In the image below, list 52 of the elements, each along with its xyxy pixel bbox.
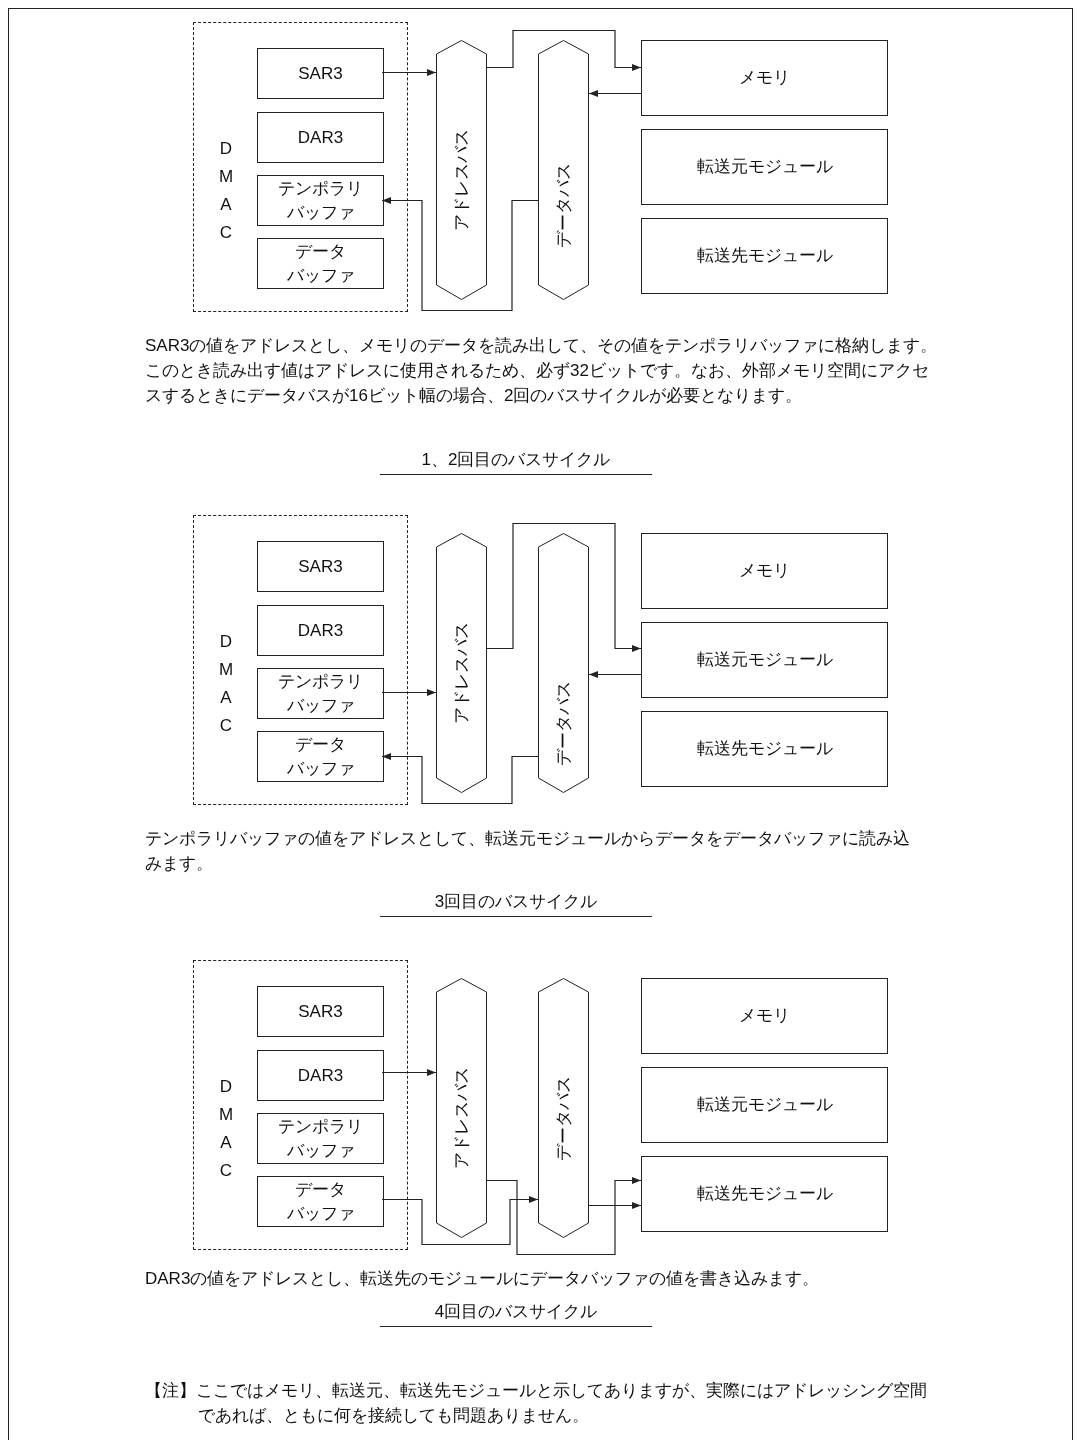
dashed-group-box xyxy=(193,22,408,312)
arrow xyxy=(381,1195,539,1246)
register-box: SAR3 xyxy=(257,48,384,99)
note-text: 【注】ここではメモリ、転送元、転送先モジュールと示してありますが、実際にはアドレッシング空間であれば、ともに何を接続しても問題ありません。 xyxy=(145,1380,928,1427)
bus-label: アドレスバス xyxy=(451,1067,472,1169)
register-box: データバッファ xyxy=(257,238,384,289)
bus-label: データバス xyxy=(553,1075,574,1161)
arrow xyxy=(381,1068,437,1077)
arrow xyxy=(588,89,642,98)
module-box: メモリ xyxy=(641,533,888,609)
arrow xyxy=(381,752,539,805)
arrow xyxy=(486,29,642,72)
module-box: 転送元モジュール xyxy=(641,1067,888,1143)
module-box: メモリ xyxy=(641,978,888,1054)
register-box: テンポラリバッファ xyxy=(257,1113,384,1164)
bus-label: アドレスバス xyxy=(451,622,472,724)
vertical-label: DMAC xyxy=(219,138,233,244)
module-box: 転送元モジュール xyxy=(641,129,888,205)
description-text: SAR3の値をアドレスとし、メモリのデータを読み出して、その値をテンポラリバッファに格納します。このとき読み出す値はアドレスに使用されるため、必ず32ビットです。なお、外部メモリ空間にアクセスするときにデータバスが16ビット幅の場合、2回のバスサイクルが必要となります。 xyxy=(145,335,939,407)
dashed-group-box xyxy=(193,515,408,805)
module-box: 転送元モジュール xyxy=(641,622,888,698)
register-box: DAR3 xyxy=(257,605,384,656)
register-box: データバッファ xyxy=(257,1176,384,1227)
register-box: テンポラリバッファ xyxy=(257,668,384,719)
dashed-group-box xyxy=(193,960,408,1250)
cycle-heading: 4回目のバスサイクル xyxy=(380,1300,652,1327)
bus-label: アドレスバス xyxy=(451,129,472,231)
description-text: DAR3の値をアドレスとし、転送先のモジュールにデータバッファの値を書き込みます。 xyxy=(145,1268,821,1290)
module-box: 転送先モジュール xyxy=(641,218,888,294)
register-box: テンポラリバッファ xyxy=(257,175,384,226)
description-text: テンポラリバッファの値をアドレスとして、転送元モジュールからデータをデータバッファに読み込みます。 xyxy=(145,828,911,875)
module-box: 転送先モジュール xyxy=(641,1156,888,1232)
cycle-heading: 1、2回目のバスサイクル xyxy=(380,448,652,475)
register-box: DAR3 xyxy=(257,1050,384,1101)
vertical-label: DMAC xyxy=(219,1076,233,1182)
bus-label: データバス xyxy=(553,680,574,766)
arrow xyxy=(486,1176,642,1256)
arrow xyxy=(381,68,437,77)
arrow xyxy=(486,522,642,653)
bus-label: データバス xyxy=(553,162,574,248)
module-box: 転送先モジュール xyxy=(641,711,888,787)
vertical-label: DMAC xyxy=(219,631,233,737)
module-box: メモリ xyxy=(641,40,888,116)
cycle-heading: 3回目のバスサイクル xyxy=(380,890,652,917)
arrow xyxy=(381,688,437,697)
register-box: DAR3 xyxy=(257,112,384,163)
register-box: SAR3 xyxy=(257,986,384,1037)
register-box: SAR3 xyxy=(257,541,384,592)
arrow xyxy=(588,1201,642,1210)
arrow xyxy=(588,670,642,679)
arrow xyxy=(381,196,539,312)
register-box: データバッファ xyxy=(257,731,384,782)
